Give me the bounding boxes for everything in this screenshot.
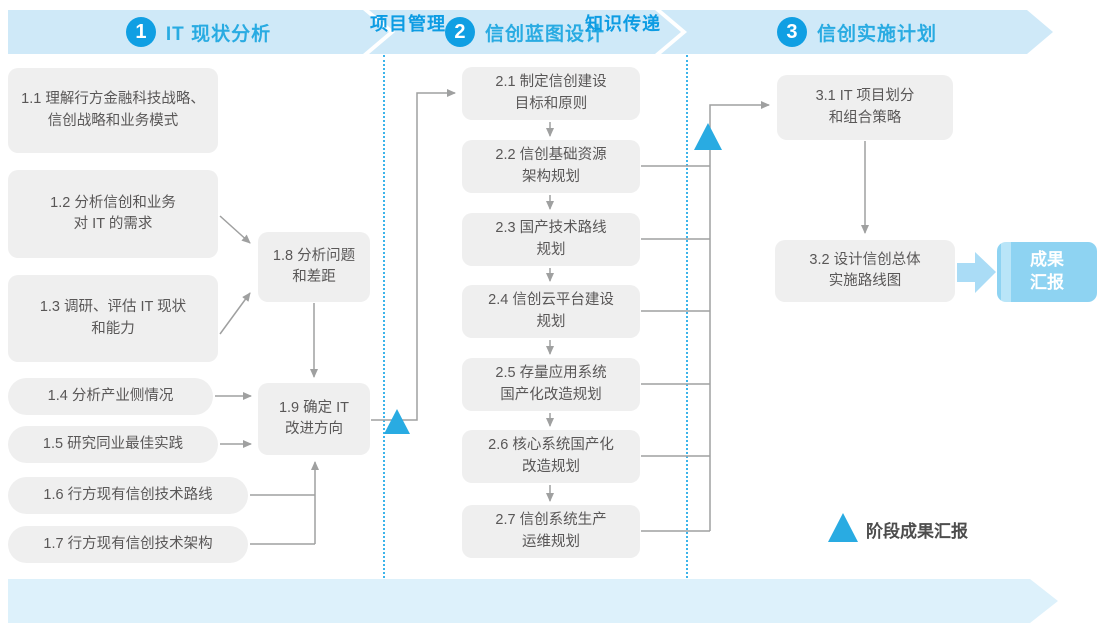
step-box-2-2: 2.2 信创基础资源 架构规划 — [462, 140, 640, 193]
phase-2-number-badge: 2 — [445, 17, 475, 47]
step-box-1-4: 1.4 分析产业侧情况 — [8, 378, 213, 415]
footer-label-knowledge-transfer: 知识传递 — [585, 14, 661, 34]
phase-separator-dotted-line-1 — [383, 55, 385, 582]
phase-banner-2: 2 信创蓝图设计 — [369, 10, 681, 54]
step-box-1-7: 1.7 行方现有信创技术架构 — [8, 526, 248, 563]
deliverable-report-box: 成果 汇报 — [997, 242, 1097, 302]
step-box-1-2: 1.2 分析信创和业务 对 IT 的需求 — [8, 170, 218, 258]
step-box-2-1: 2.1 制定信创建设 目标和原则 — [462, 67, 640, 120]
step-box-2-7: 2.7 信创系统生产 运维规划 — [462, 505, 640, 558]
step-box-1-5: 1.5 研究同业最佳实践 — [8, 426, 218, 463]
footer-banner — [8, 579, 1058, 623]
arrow-bus-to-3-1 — [709, 101, 770, 531]
step-box-2-5: 2.5 存量应用系统 国产化改造规划 — [462, 358, 640, 411]
step-box-2-6: 2.6 核心系统国产化 改造规划 — [462, 430, 640, 483]
phase-1-title: IT 现状分析 — [165, 23, 272, 45]
phase-banner-3: 3 信创实施计划 — [661, 10, 1053, 54]
step-box-3-2: 3.2 设计信创总体 实施路线图 — [775, 240, 955, 302]
phase-3-title: 信创实施计划 — [816, 23, 937, 45]
phase-separator-dotted-line-2 — [686, 55, 688, 582]
arrow-3-2-to-deliverable — [957, 252, 996, 293]
arrow-1-3-to-1-8 — [219, 292, 251, 335]
legend-triangle-icon — [828, 513, 858, 542]
step-box-1-9: 1.9 确定 IT 改进方向 — [258, 383, 370, 455]
milestone-triangle-phase2 — [694, 123, 722, 150]
step-box-1-6: 1.6 行方现有信创技术路线 — [8, 477, 248, 514]
step-box-1-1: 1.1 理解行方金融科技战略、 信创战略和业务模式 — [8, 68, 218, 153]
step-box-2-4: 2.4 信创云平台建设 规划 — [462, 285, 640, 338]
phase-1-number-badge: 1 — [126, 17, 156, 47]
phase-banner-1: 1 IT 现状分析 — [8, 10, 389, 54]
phase-2-title: 信创蓝图设计 — [484, 23, 605, 45]
step-box-1-8: 1.8 分析问题 和差距 — [258, 232, 370, 302]
arrow-1-2-to-1-8 — [219, 215, 251, 244]
footer-label-project-management: 项目管理 — [370, 14, 446, 34]
legend-label: 阶段成果汇报 — [866, 522, 968, 541]
milestone-triangle-phase1 — [384, 409, 410, 434]
step-box-2-3: 2.3 国产技术路线 规划 — [462, 213, 640, 266]
phase-3-number-badge: 3 — [777, 17, 807, 47]
step-box-1-3: 1.3 调研、评估 IT 现状 和能力 — [8, 275, 218, 362]
step-box-3-1: 3.1 IT 项目划分 和组合策略 — [777, 75, 953, 140]
